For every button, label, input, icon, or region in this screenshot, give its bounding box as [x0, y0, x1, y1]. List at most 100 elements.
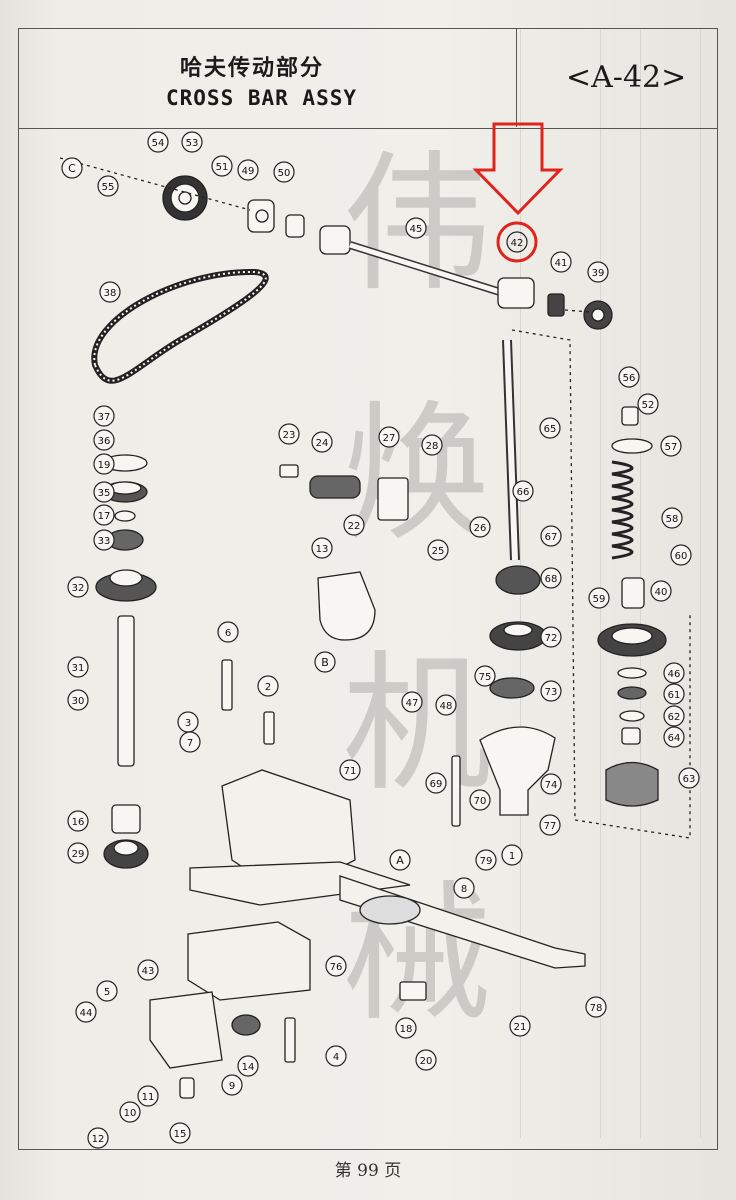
callout-label: 78	[590, 1003, 603, 1014]
callout-part-50: 50	[273, 161, 295, 183]
callout-label: 23	[283, 430, 296, 441]
callout-label: 63	[683, 774, 696, 785]
callout-part-54: 54	[147, 131, 169, 153]
bevel-gear-32	[95, 569, 157, 602]
callout-part-47: 47	[401, 691, 423, 713]
callout-label: 15	[174, 1129, 187, 1140]
callout-part-75: 75	[474, 665, 496, 687]
callout-label: 69	[430, 779, 443, 790]
callout-label: 9	[229, 1081, 235, 1092]
callout-label: 27	[383, 433, 396, 444]
page-number: 第 99 页	[334, 1161, 402, 1181]
callout-part-70: 70	[469, 789, 491, 811]
callout-part-15: 15	[169, 1122, 191, 1144]
callout-part-20: 20	[415, 1049, 437, 1071]
callout-part-53: 53	[181, 131, 203, 153]
gear-39	[583, 300, 613, 330]
callout-part-29: 29	[67, 842, 89, 864]
callout-label: 29	[72, 849, 85, 860]
callout-label: 5	[104, 987, 110, 998]
callout-part-42: 42	[506, 231, 528, 253]
callout-part-65: 65	[539, 417, 561, 439]
highlight-arrow	[472, 122, 564, 263]
callout-part-62: 62	[663, 705, 685, 727]
callout-label: 3	[185, 718, 191, 729]
callout-label: 57	[665, 442, 678, 453]
callout-part-1: 1	[501, 844, 523, 866]
bushing-part	[319, 225, 351, 255]
callout-label: 17	[98, 511, 111, 522]
callout-part-55: 55	[97, 175, 119, 197]
callout-part-10: 10	[119, 1101, 141, 1123]
callout-label: 12	[92, 1134, 105, 1145]
callout-part-35: 35	[93, 481, 115, 503]
callout-part-32: 32	[67, 576, 89, 598]
plate-bracket	[149, 991, 223, 1069]
coupling-42	[497, 277, 535, 309]
callout-part-28: 28	[421, 434, 443, 456]
callout-label: 2	[265, 682, 271, 693]
bearing-41	[547, 293, 565, 317]
base-plate	[189, 861, 411, 906]
callout-part-45: 45	[405, 217, 427, 239]
callout-label: 35	[98, 488, 111, 499]
ring-62	[619, 710, 645, 722]
belt-path	[511, 329, 691, 839]
callout-label: 79	[480, 856, 493, 867]
callout-part-25: 25	[427, 539, 449, 561]
callout-label: 76	[330, 962, 343, 973]
callout-part-57: 57	[660, 435, 682, 457]
callout-part-51: 51	[211, 155, 233, 177]
callout-label: 55	[102, 182, 115, 193]
washer-57	[611, 438, 653, 454]
callout-part-68: 68	[540, 567, 562, 589]
callout-part-19: 19	[93, 453, 115, 475]
callout-part-11: 11	[137, 1085, 159, 1107]
pulley-59	[597, 623, 667, 657]
callout-part-22: 22	[343, 514, 365, 536]
callout-label: 73	[545, 687, 558, 698]
callout-label: 45	[410, 224, 423, 235]
callout-part-17: 17	[93, 504, 115, 526]
page-code: <A-42>	[566, 60, 687, 95]
callout-part-60: 60	[670, 544, 692, 566]
callout-label: 47	[406, 698, 419, 709]
callout-part-39: 39	[587, 261, 609, 283]
callout-label: 4	[333, 1052, 339, 1063]
callout-part-67: 67	[540, 525, 562, 547]
sleeve-16	[111, 804, 141, 834]
callout-label: 43	[142, 966, 155, 977]
callout-label: 10	[124, 1108, 137, 1119]
callout-label: 37	[98, 412, 111, 423]
callout-label: 14	[242, 1062, 255, 1073]
watermark-char-2: 焕	[341, 388, 492, 562]
housing-63	[605, 761, 659, 807]
callout-label: 62	[668, 712, 681, 723]
callout-part-24: 24	[311, 431, 333, 453]
callout-part-56: 56	[618, 366, 640, 388]
callout-label: 48	[440, 701, 453, 712]
callout-label: 64	[668, 733, 681, 744]
callout-label: 26	[474, 523, 487, 534]
title-chinese: 哈夫传动部分	[180, 56, 325, 81]
callout-part-48: 48	[435, 694, 457, 716]
callout-label: 6	[225, 628, 231, 639]
callout-label: 67	[545, 532, 558, 543]
pulley-35	[102, 481, 148, 503]
callout-label: 28	[426, 441, 439, 452]
callout-part-49: 49	[237, 159, 259, 181]
callout-label: 65	[544, 424, 557, 435]
hub-49	[247, 199, 275, 233]
cap-56	[621, 406, 639, 426]
timing-belt-38	[91, 268, 269, 384]
callout-part-79: 79	[475, 849, 497, 871]
callout-part-38: 38	[99, 281, 121, 303]
callout-label: 70	[474, 796, 487, 807]
callout-part-44: 44	[75, 1001, 97, 1023]
callout-part-72: 72	[540, 626, 562, 648]
callout-label: 32	[72, 583, 85, 594]
callout-part-36: 36	[93, 429, 115, 451]
block-5	[187, 921, 311, 1001]
